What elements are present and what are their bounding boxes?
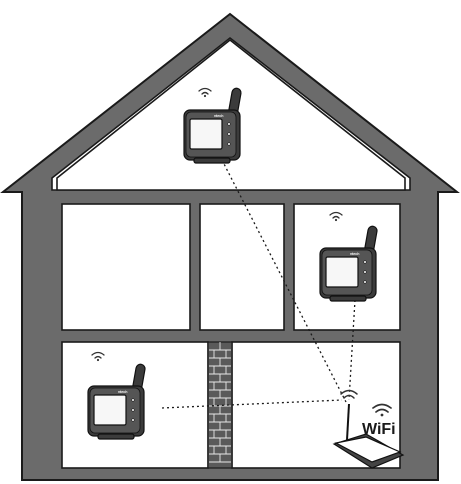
wifi-signal-icon [91,351,105,362]
signal-line-attic [221,159,347,403]
signal-links [161,159,356,409]
wifi-label-group: WiFi [362,403,396,438]
monitor-button [363,280,367,284]
wifi-signal-icon [329,211,343,222]
brand-mark: vtech [350,252,359,256]
middle-room-center [199,203,285,331]
wifi-label: WiFi [362,421,396,438]
monitor-attic: vtech [183,87,242,164]
signal-line-upstairs [348,299,356,401]
monitor-button [227,122,231,126]
wifi-router-icon [332,389,405,469]
brand-mark: vtech [118,390,127,394]
monitor-button [227,132,231,136]
middle-room-left [61,203,191,331]
brand-mark: vtech [214,114,223,118]
monitor-button [131,418,135,422]
monitor-screen [93,394,127,426]
monitor-ground: vtech [87,363,146,440]
monitor-upstairs: vtech [319,225,378,302]
signal-line-ground [161,399,343,409]
monitor-button [131,408,135,412]
monitor-screen [189,118,223,150]
monitor-button [363,260,367,264]
wifi-signal-icon [198,87,212,98]
monitor-button [227,142,231,146]
monitor-button [131,398,135,402]
monitor-screen [325,256,359,288]
wifi-signal-icon [375,408,389,413]
monitor-button [363,270,367,274]
